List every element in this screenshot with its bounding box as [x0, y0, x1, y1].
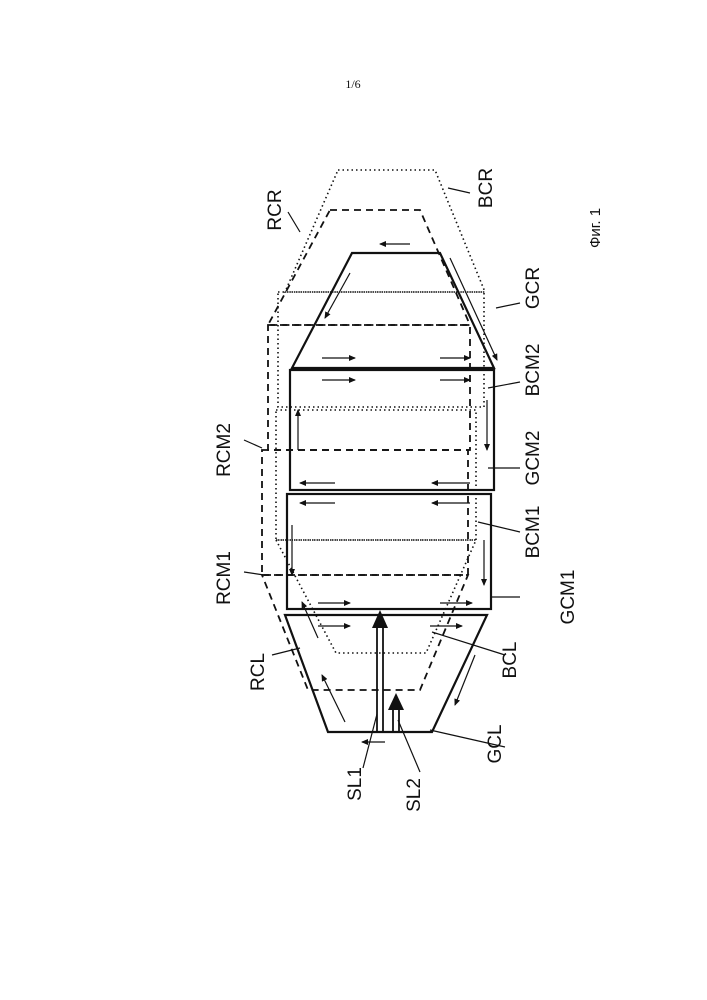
label-gcl: GCL: [485, 724, 506, 763]
label-bcm1: BCM1: [523, 506, 544, 559]
rcm1-region: [262, 450, 468, 575]
page-number: 1/6: [345, 77, 360, 91]
bcm1-region: [276, 410, 476, 540]
label-rcr: RCR: [265, 189, 286, 230]
label-sl1: SL1: [345, 767, 366, 801]
rcl-region: [262, 575, 468, 690]
label-rcl: RCL: [248, 653, 269, 691]
gcm1-region: [287, 494, 491, 609]
figure-caption: Фиг. 1: [587, 208, 604, 248]
label-rcm2: RCM2: [214, 423, 235, 477]
label-bcm2: BCM2: [523, 344, 544, 397]
bcr-region: [285, 170, 485, 292]
bcm2-region: [278, 292, 484, 407]
label-gcm2: GCM2: [523, 431, 544, 486]
sl1-arrow: [372, 610, 388, 732]
label-gcm1: GCM1: [558, 570, 579, 625]
label-sl2: SL2: [404, 778, 425, 812]
leader-lines: [244, 188, 520, 772]
gcm2-region: [290, 370, 494, 490]
gcr-region: [292, 253, 494, 368]
label-gcr: GCR: [523, 267, 544, 309]
label-bcr: BCR: [476, 168, 497, 208]
sl2-arrow: [388, 693, 404, 732]
rcr-region: [268, 210, 470, 325]
label-rcm1: RCM1: [214, 551, 235, 605]
label-bcl: BCL: [500, 642, 521, 679]
